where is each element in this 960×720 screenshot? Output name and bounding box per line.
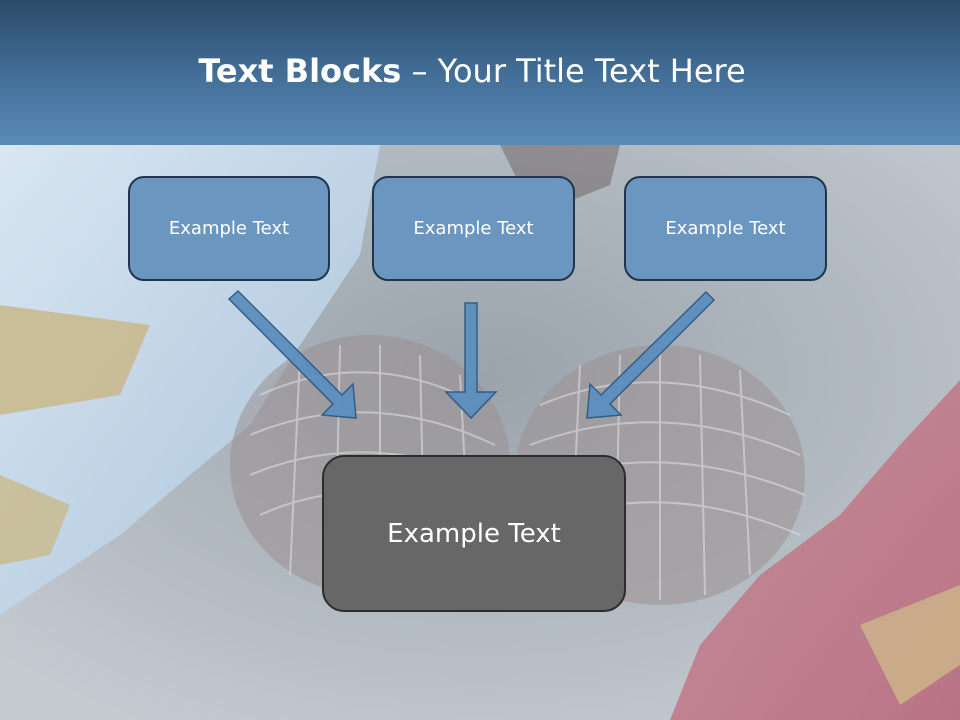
top-box-2-label: Example Text bbox=[413, 218, 534, 239]
center-box: Example Text bbox=[322, 455, 626, 612]
center-box-label: Example Text bbox=[387, 518, 561, 549]
top-box-3: Example Text bbox=[624, 176, 827, 281]
yellow-stripe-left-2 bbox=[0, 475, 70, 565]
title-bar: Text Blocks – Your Title Text Here bbox=[0, 0, 960, 145]
top-box-3-label: Example Text bbox=[665, 218, 786, 239]
slide-title: Text Blocks – Your Title Text Here bbox=[0, 52, 944, 90]
title-bold: Text Blocks bbox=[198, 52, 402, 90]
yellow-stripe-left bbox=[0, 305, 150, 415]
top-box-1-label: Example Text bbox=[168, 218, 290, 239]
yellow-stripe-right bbox=[860, 585, 960, 705]
top-box-2: Example Text bbox=[372, 176, 575, 281]
title-rest: – Your Title Text Here bbox=[401, 52, 746, 90]
top-box-1: Example Text bbox=[128, 176, 330, 281]
